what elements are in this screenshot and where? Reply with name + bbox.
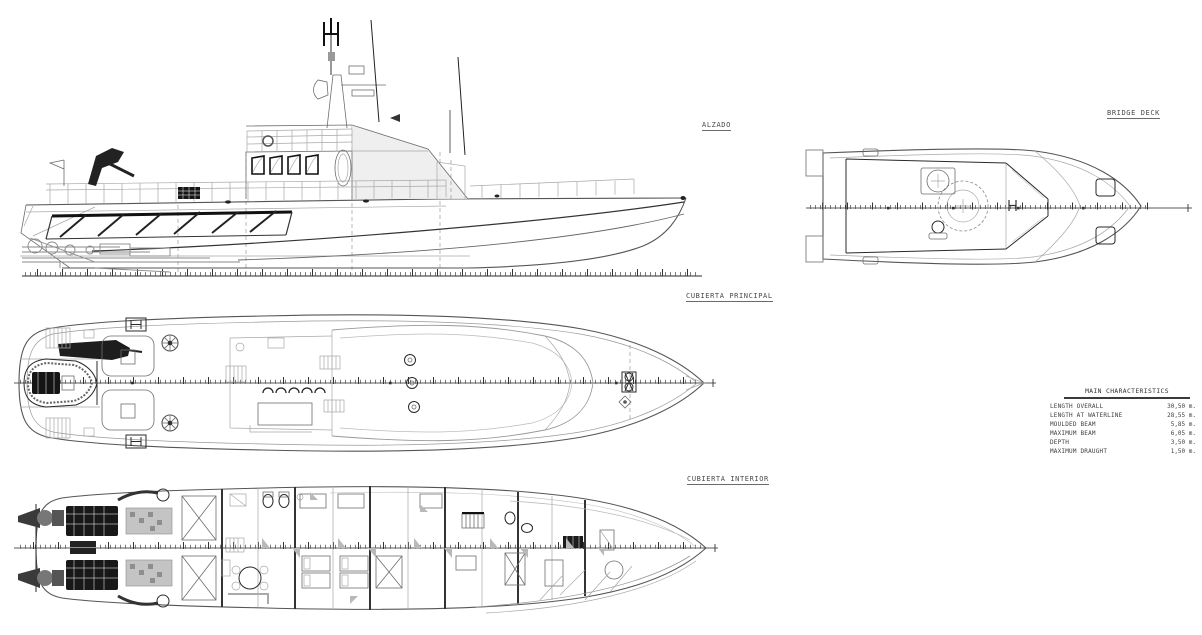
antenna-top-icon (323, 18, 339, 46)
helm-seat (928, 220, 948, 240)
superstructure-plan (331, 324, 594, 442)
cabin-furniture (221, 493, 615, 604)
table-row: DEPTH 3,50 m. (1050, 438, 1196, 447)
vent-fan-stbd (161, 414, 179, 432)
horn-icon (390, 114, 400, 122)
main-engines (66, 506, 118, 590)
deckhouse-door (334, 149, 352, 187)
chain-locker (604, 560, 624, 580)
waterjet-machinery-side (22, 237, 240, 273)
row-value: 5,85 m. (1170, 421, 1196, 428)
main-deck-railing (45, 179, 447, 204)
row-value: 6,05 m. (1170, 430, 1196, 437)
bridge-railing (246, 128, 353, 152)
bridge-deck-view (805, 148, 1192, 265)
wheelhouse-plan (845, 158, 1049, 254)
row-label: LENGTH OVERALL (1050, 403, 1104, 410)
rescue-boat (20, 358, 100, 408)
table-row: MOULDED BEAM 5,85 m. (1050, 420, 1196, 429)
interior-stairs (225, 512, 485, 553)
cubierta-principal-label: CUBIERTA PRINCIPAL (686, 292, 773, 302)
table-row: MAXIMUM DRAUGHT 1,50 m. (1050, 447, 1196, 456)
fore-hatch-stbd (1095, 226, 1116, 245)
mooring-bitts (125, 317, 147, 449)
vent-fan-port (161, 334, 179, 352)
crane-plan (58, 340, 130, 360)
side-window-band (45, 210, 293, 240)
helm-console (920, 167, 956, 195)
cubierta-interior-label: CUBIERTA INTERIOR (687, 475, 769, 485)
door-swings (262, 492, 604, 604)
gensets (125, 507, 173, 587)
stern-flag (48, 159, 65, 186)
row-label: MAXIMUM DRAUGHT (1050, 448, 1108, 455)
row-label: DEPTH (1050, 439, 1070, 446)
row-value: 30,50 m. (1167, 403, 1196, 410)
crane-stowed (88, 148, 124, 186)
whip-antenna-fwd (457, 56, 466, 156)
row-value: 3,50 m. (1170, 439, 1196, 446)
stern-stairs (45, 327, 71, 439)
life-ring-icon (262, 135, 274, 147)
saloon-table (257, 402, 313, 426)
forecastle-structure (436, 160, 635, 199)
whip-antenna-aft (370, 19, 380, 123)
radar-mast-circle (937, 180, 989, 232)
main-deck-outline (18, 314, 705, 452)
row-label: LENGTH AT WATERLINE (1050, 412, 1123, 419)
engine-hatch-port (101, 335, 155, 377)
table-row: MAXIMUM BEAM 6,05 m. (1050, 429, 1196, 438)
bridge-deck-label: BRIDGE DECK (1107, 109, 1160, 119)
saloon-chairs (262, 387, 326, 394)
row-value: 28,55 m. (1167, 412, 1196, 419)
deck-crate (178, 187, 200, 199)
table-title: MAIN CHARACTERISTICS (1064, 388, 1190, 399)
fuel-tanks (181, 495, 217, 601)
toilets (262, 491, 533, 533)
fore-hatch-port (1095, 178, 1116, 197)
main-characteristics-table: MAIN CHARACTERISTICS LENGTH OVERALL 30,5… (1050, 388, 1196, 456)
mast-and-antennas (313, 18, 466, 156)
table-row: LENGTH OVERALL 30,50 m. (1050, 402, 1196, 411)
bridge-deck-outline (822, 148, 1142, 265)
elevation-view (20, 18, 702, 277)
saloon-area (225, 335, 333, 433)
mast-h-marker (1008, 200, 1017, 211)
row-value: 1,50 m. (1170, 448, 1196, 455)
interior-deck-view (14, 486, 718, 614)
table-row: LENGTH AT WATERLINE 28,55 m. (1050, 411, 1196, 420)
waterjets (18, 508, 64, 588)
anchor-windlass (618, 371, 637, 409)
alzado-label: ALZADO (702, 121, 731, 131)
row-label: MAXIMUM BEAM (1050, 430, 1096, 437)
main-deck-view (14, 314, 716, 452)
pedestal-mounts (404, 354, 420, 413)
bow-stringers (475, 500, 697, 614)
engine-hatch-stbd (101, 389, 155, 431)
hull-side-profile (20, 197, 687, 269)
row-label: MOULDED BEAM (1050, 421, 1096, 428)
wheelhouse-windows (251, 154, 319, 175)
